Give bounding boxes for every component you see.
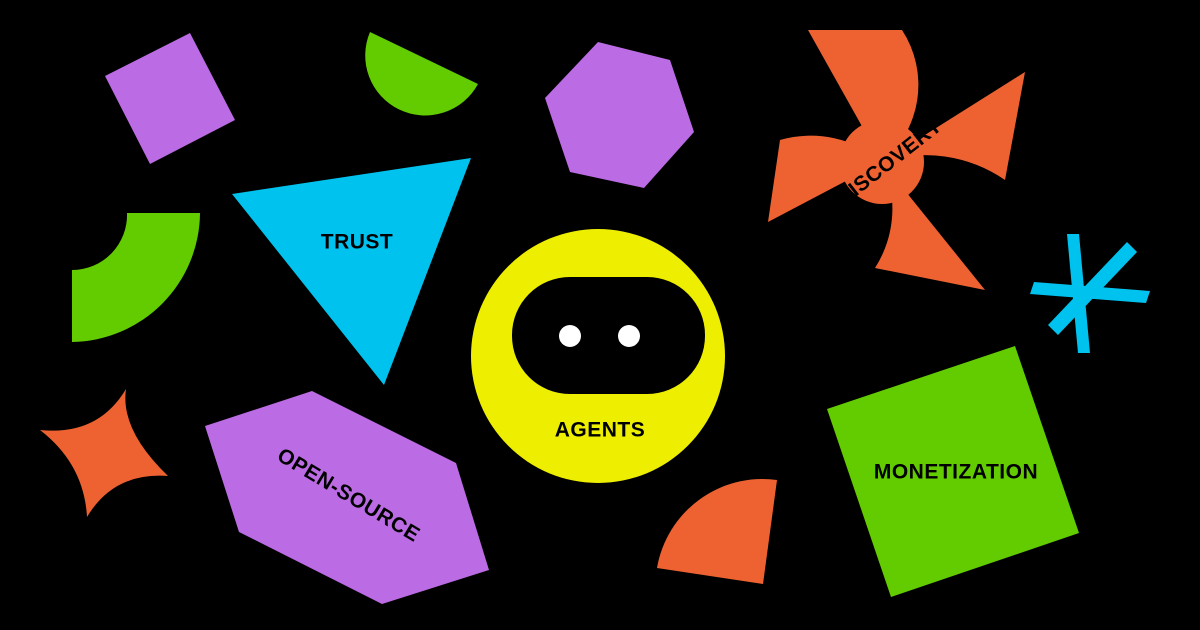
blue-asterisk-icon (1030, 234, 1150, 353)
monetization-label: MONETIZATION (874, 461, 1038, 484)
blue-triangle-shape (232, 158, 471, 385)
purple-elongated-hexagon-shape (205, 391, 489, 604)
agent-visor (512, 277, 705, 394)
agent-left-eye-icon (559, 325, 581, 347)
green-half-disc-shape (365, 32, 478, 116)
purple-hexagon-shape (545, 42, 694, 188)
agent-right-eye-icon (618, 325, 640, 347)
agents-label: AGENTS (555, 419, 646, 442)
trust-label: TRUST (321, 231, 394, 254)
orange-star-shape (40, 389, 168, 517)
purple-square-shape (105, 33, 235, 164)
orange-pinwheel-shape (768, 30, 1025, 290)
green-square-shape (827, 346, 1079, 597)
green-quarter-ring-shape (72, 213, 200, 342)
orange-quarter-disc-shape (657, 479, 777, 584)
